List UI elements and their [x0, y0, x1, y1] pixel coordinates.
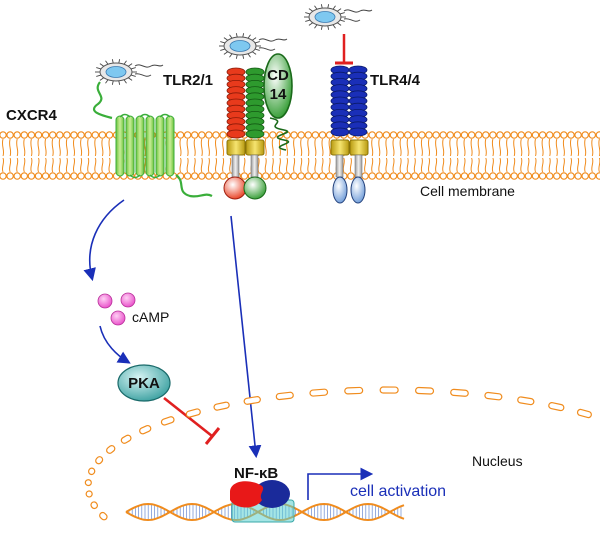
cell-membrane-label: Cell membrane [420, 183, 515, 199]
cell-activation-label: cell activation [350, 483, 446, 500]
tlr2-chain [226, 67, 246, 139]
cd14-label-line1: CD [267, 67, 289, 84]
camp-molecules [97, 292, 136, 326]
cell-activation-arrow [307, 467, 374, 500]
camp-label: cAMP [132, 309, 169, 325]
nfkb-label: NF-κB [234, 465, 278, 482]
tlr4-4-label: TLR4/4 [370, 72, 421, 89]
bacterium-tlr44 [304, 4, 373, 30]
bacteria-group [95, 4, 373, 85]
cell-membrane [0, 131, 600, 180]
cd14-label-line2: 14 [270, 86, 287, 103]
tlr4-inhibition [335, 34, 353, 65]
cd14-coreceptor: CD 14 [263, 53, 293, 151]
pka-label: PKA [128, 375, 160, 392]
nucleus-envelope [84, 386, 592, 521]
cxcr4-receptor [92, 81, 213, 198]
nucleus-label: Nucleus [472, 453, 523, 469]
tlr2-1-receptor [223, 67, 267, 200]
camp-to-pka-arrow [99, 325, 131, 364]
tlr1-chain [245, 67, 265, 139]
bacterium-cxcr4 [95, 59, 164, 85]
tlr-to-nfkb-arrow [230, 215, 262, 459]
tlr4-4-receptor [330, 65, 369, 204]
cxcr4-label: CXCR4 [6, 107, 58, 124]
bacterium-tlr21 [219, 33, 288, 59]
cxcr4-to-camp-arrow [83, 199, 125, 282]
tlr2-1-label: TLR2/1 [163, 72, 213, 89]
pka-node [117, 364, 171, 402]
nfkb-complex [230, 480, 295, 523]
